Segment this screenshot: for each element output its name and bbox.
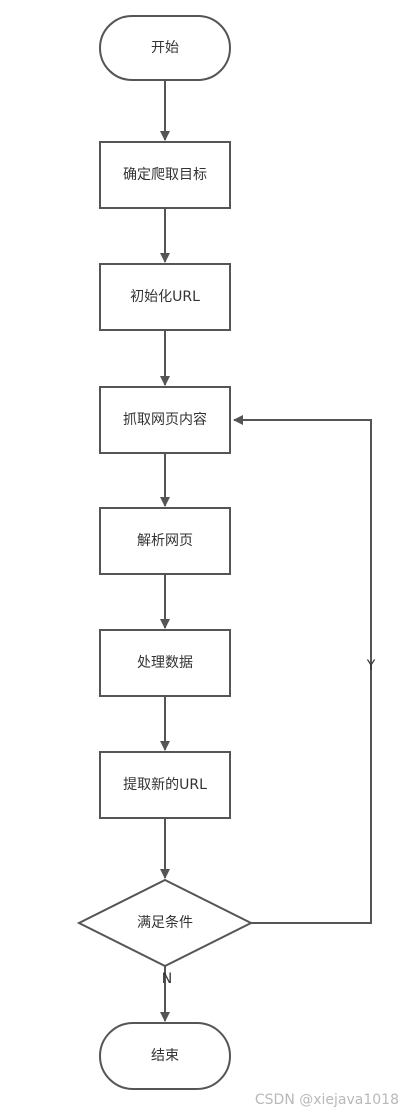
node-start: 开始 — [99, 15, 231, 81]
node-fetch-page: 抓取网页内容 — [99, 386, 231, 454]
parse-page-box — [99, 507, 231, 575]
node-process-data: 处理数据 — [99, 629, 231, 697]
node-condition: 满足条件 — [76, 878, 254, 968]
init-url-box — [99, 263, 231, 331]
end-terminal-shape — [99, 1022, 231, 1090]
watermark: CSDN @xiejava1018 — [254, 1092, 399, 1108]
condition-label: 满足条件 — [137, 914, 193, 931]
extract-new-url-box — [99, 751, 231, 819]
fetch-page-label: 抓取网页内容 — [123, 411, 207, 428]
extract-new-url-label: 提取新的URL — [123, 777, 207, 793]
node-parse-page: 解析网页 — [99, 507, 231, 575]
node-extract-new-url: 提取新的URL — [99, 751, 231, 819]
edge-label-yes: Y — [366, 658, 376, 674]
start-terminal-shape — [99, 15, 231, 81]
determine-target-box — [99, 141, 231, 209]
start-label: 开始 — [151, 40, 179, 56]
node-init-url: 初始化URL — [99, 263, 231, 331]
fetch-page-box — [99, 386, 231, 454]
parse-page-label: 解析网页 — [137, 533, 193, 549]
process-data-box — [99, 629, 231, 697]
node-determine-target: 确定爬取目标 — [99, 141, 231, 209]
condition-diamond — [76, 878, 254, 968]
process-data-label: 处理数据 — [137, 655, 193, 671]
determine-target-label: 确定爬取目标 — [123, 167, 207, 183]
init-url-label: 初始化URL — [130, 288, 200, 305]
node-end: 结束 — [99, 1022, 231, 1090]
edge-label-no: N — [162, 971, 172, 987]
edge-condition-yes-loop — [233, 415, 372, 924]
end-label: 结束 — [151, 1048, 179, 1064]
